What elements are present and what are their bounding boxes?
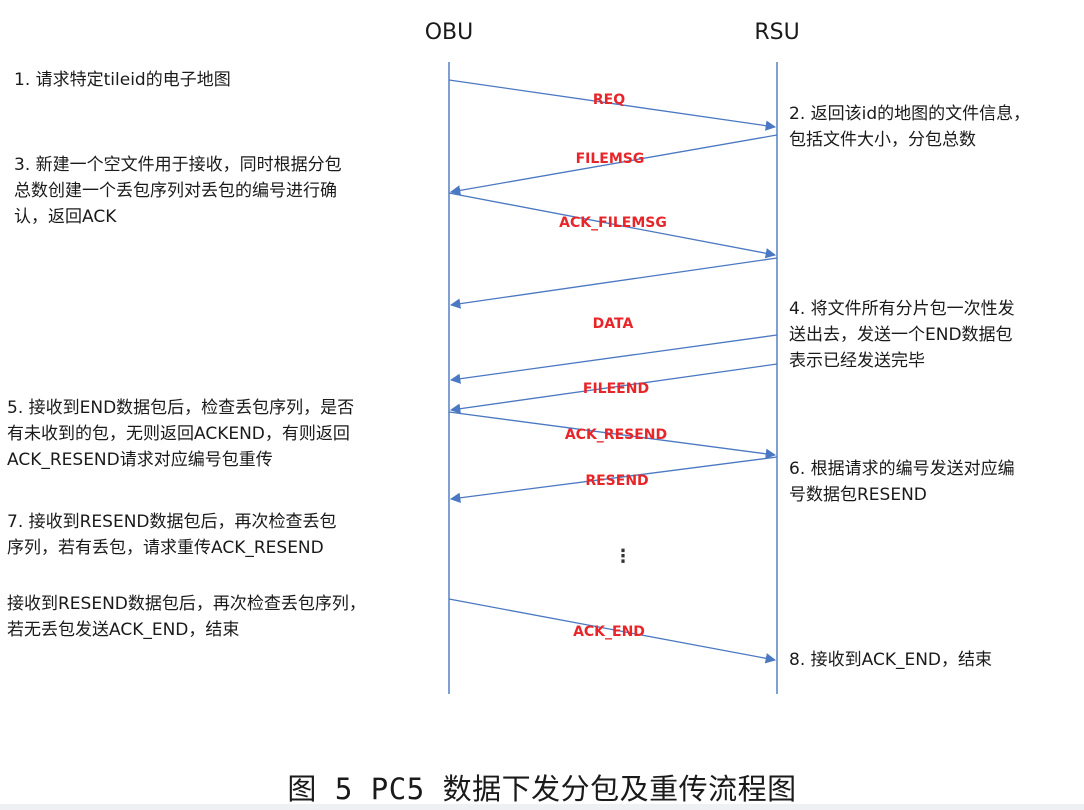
note-line: 3. 新建一个空文件用于接收，同时根据分包: [14, 155, 342, 175]
filemsg-arrow: [449, 134, 778, 196]
note-line: 总数创建一个丢包序列对丢包的编号进行确: [14, 181, 337, 201]
note-line: 4. 将文件所有分片包一次性发: [789, 299, 1015, 319]
rsu-note-6: 6. 根据请求的编号发送对应编 号数据包RESEND: [789, 456, 1015, 508]
note-line: 5. 接收到END数据包后，检查丢包序列，是否: [7, 398, 355, 418]
note-line: ACK_RESEND请求对应编号包重传: [7, 450, 273, 470]
msg-label-resend: RESEND: [585, 473, 649, 489]
obu-note-5: 5. 接收到END数据包后，检查丢包序列，是否 有未收到的包，无则返回ACKEN…: [7, 395, 354, 473]
ack-end-arrow: [448, 598, 777, 664]
fileend-arrow: [449, 363, 778, 414]
note-line: 表示已经发送完毕: [789, 351, 925, 371]
req-arrow: [448, 79, 777, 131]
note-line: 认，返回ACK: [14, 207, 117, 227]
note-line: 序列，若有丢包，请求重传ACK_RESEND: [7, 538, 324, 558]
note-line: 号数据包RESEND: [789, 485, 927, 505]
obu-note-7: 7. 接收到RESEND数据包后，再次检查丢包 序列，若有丢包，请求重传ACK_…: [7, 509, 337, 561]
continuation-ellipsis: ⋮: [614, 546, 632, 567]
msg-label-ack-filemsg: ACK_FILEMSG: [559, 215, 667, 231]
ack-filemsg-arrow: [448, 192, 777, 259]
note-line: 7. 接收到RESEND数据包后，再次检查丢包: [7, 512, 337, 532]
note-line: 送出去，发送一个END数据包: [789, 325, 1013, 345]
msg-label-data: DATA: [592, 316, 634, 332]
page-bottom-divider: [0, 804, 1084, 810]
note-line: 8. 接收到ACK_END，结束: [789, 650, 993, 670]
rsu-lifeline-title: RSU: [754, 20, 800, 45]
note-line: 6. 根据请求的编号发送对应编: [789, 459, 1015, 479]
data-arrow-2: [449, 334, 778, 384]
ack-resend-arrow: [448, 411, 777, 459]
msg-label-filemsg: FILEMSG: [575, 151, 645, 167]
note-line: 2. 返回该id的地图的文件信息，: [789, 104, 1031, 124]
note-line: 1. 请求特定tileid的电子地图: [14, 70, 231, 90]
note-line: 包括文件大小，分包总数: [789, 130, 976, 150]
rsu-note-2: 2. 返回该id的地图的文件信息， 包括文件大小，分包总数: [789, 101, 1030, 153]
rsu-note-8: 8. 接收到ACK_END，结束: [789, 647, 992, 673]
obu-note-3: 3. 新建一个空文件用于接收，同时根据分包 总数创建一个丢包序列对丢包的编号进行…: [14, 152, 342, 230]
note-line: 有未收到的包，无则返回ACKEND，有则返回: [7, 424, 350, 444]
resend-arrow: [449, 456, 778, 503]
figure-caption: 图 5 PC5 数据下发分包及重传流程图: [287, 772, 797, 806]
note-line: 若无丢包发送ACK_END，结束: [7, 620, 240, 640]
note-line: 接收到RESEND数据包后，再次检查丢包序列，: [7, 594, 366, 614]
obu-note-final: 接收到RESEND数据包后，再次检查丢包序列， 若无丢包发送ACK_END，结束: [7, 591, 366, 643]
obu-lifeline-title: OBU: [424, 20, 474, 45]
msg-label-ack-resend: ACK_RESEND: [564, 427, 668, 443]
msg-label-req: REQ: [592, 92, 626, 108]
rsu-note-4: 4. 将文件所有分片包一次性发 送出去，发送一个END数据包 表示已经发送完毕: [789, 296, 1015, 374]
msg-label-fileend: FILEEND: [582, 381, 650, 397]
obu-note-1: 1. 请求特定tileid的电子地图: [14, 67, 231, 93]
msg-label-ack-end: ACK_END: [573, 624, 645, 640]
data-arrow-1: [449, 257, 778, 309]
